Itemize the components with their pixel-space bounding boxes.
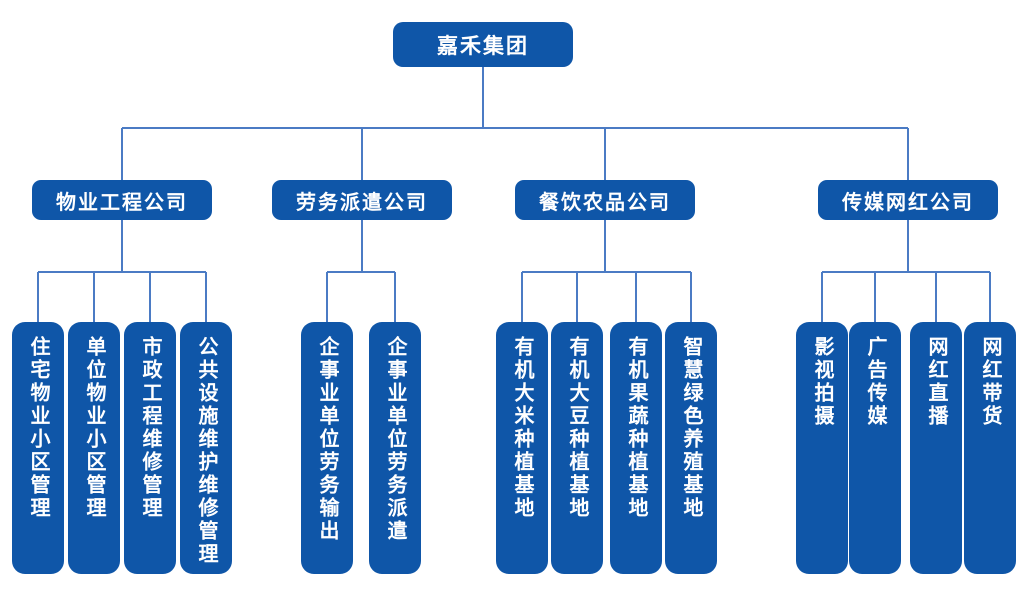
leaf-advertising-media: 广告传媒 — [849, 322, 901, 574]
leaf-municipal-engineering-maintenance: 市政工程维修管理 — [124, 322, 176, 574]
leaf-label: 网红直播 — [925, 336, 947, 428]
leaf-label: 单位物业小区管理 — [83, 336, 105, 520]
leaf-labor-dispatch: 企事业单位劳务派遣 — [369, 322, 421, 574]
leaf-label: 有机大豆种植基地 — [566, 336, 588, 520]
leaf-label: 企事业单位劳务输出 — [316, 336, 338, 543]
leaf-organic-rice-base: 有机大米种植基地 — [496, 322, 548, 574]
branch-media-influencer: 传媒网红公司 — [818, 180, 998, 220]
org-root-node: 嘉禾集团 — [393, 22, 573, 67]
leaf-smart-green-farming-base: 智慧绿色养殖基地 — [665, 322, 717, 574]
branch-catering-agriculture: 餐饮农品公司 — [515, 180, 695, 220]
leaf-organic-soybean-base: 有机大豆种植基地 — [551, 322, 603, 574]
branch-labor-dispatch-company: 劳务派遣公司 — [272, 180, 452, 220]
leaf-label: 广告传媒 — [864, 336, 886, 428]
leaf-labor-export: 企事业单位劳务输出 — [301, 322, 353, 574]
leaf-organic-produce-base: 有机果蔬种植基地 — [610, 322, 662, 574]
leaf-label: 有机大米种植基地 — [511, 336, 533, 520]
leaf-label: 住宅物业小区管理 — [27, 336, 49, 520]
leaf-label: 公共设施维护维修管理 — [195, 336, 217, 566]
branch-property-engineering: 物业工程公司 — [32, 180, 212, 220]
leaf-residential-property-management: 住宅物业小区管理 — [12, 322, 64, 574]
leaf-influencer-ecommerce: 网红带货 — [964, 322, 1016, 574]
leaf-label: 网红带货 — [979, 336, 1001, 428]
leaf-label: 企事业单位劳务派遣 — [384, 336, 406, 543]
leaf-label: 影视拍摄 — [811, 336, 833, 428]
leaf-influencer-livestream: 网红直播 — [910, 322, 962, 574]
leaf-label: 有机果蔬种植基地 — [625, 336, 647, 520]
leaf-film-tv-shooting: 影视拍摄 — [796, 322, 848, 574]
leaf-label: 市政工程维修管理 — [139, 336, 161, 520]
leaf-unit-property-management: 单位物业小区管理 — [68, 322, 120, 574]
leaf-public-facilities-maintenance: 公共设施维护维修管理 — [180, 322, 232, 574]
leaf-label: 智慧绿色养殖基地 — [680, 336, 702, 520]
